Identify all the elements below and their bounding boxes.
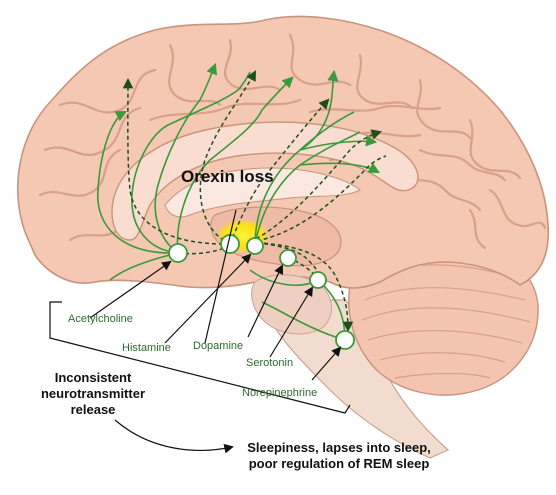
- histamine-label: Histamine: [122, 342, 171, 354]
- norepinephrine-neuron: [336, 331, 354, 349]
- histamine-neuron: [247, 238, 263, 254]
- dopamine-label: Dopamine: [193, 340, 243, 352]
- orexin-loss-label: Orexin loss: [181, 167, 274, 187]
- serotonin-neuron: [310, 272, 326, 288]
- norepinephrine-label: Norepinephrine: [242, 387, 317, 399]
- cause-label: Inconsistent neurotransmitter release: [18, 370, 168, 418]
- effect-label: Sleepiness, lapses into sleep, poor regu…: [234, 440, 444, 472]
- serotonin-label: Serotonin: [246, 357, 293, 369]
- acetylcholine-neuron: [169, 244, 187, 262]
- acetylcholine-label: Acetylcholine: [68, 313, 133, 325]
- dopamine-neuron: [280, 250, 296, 266]
